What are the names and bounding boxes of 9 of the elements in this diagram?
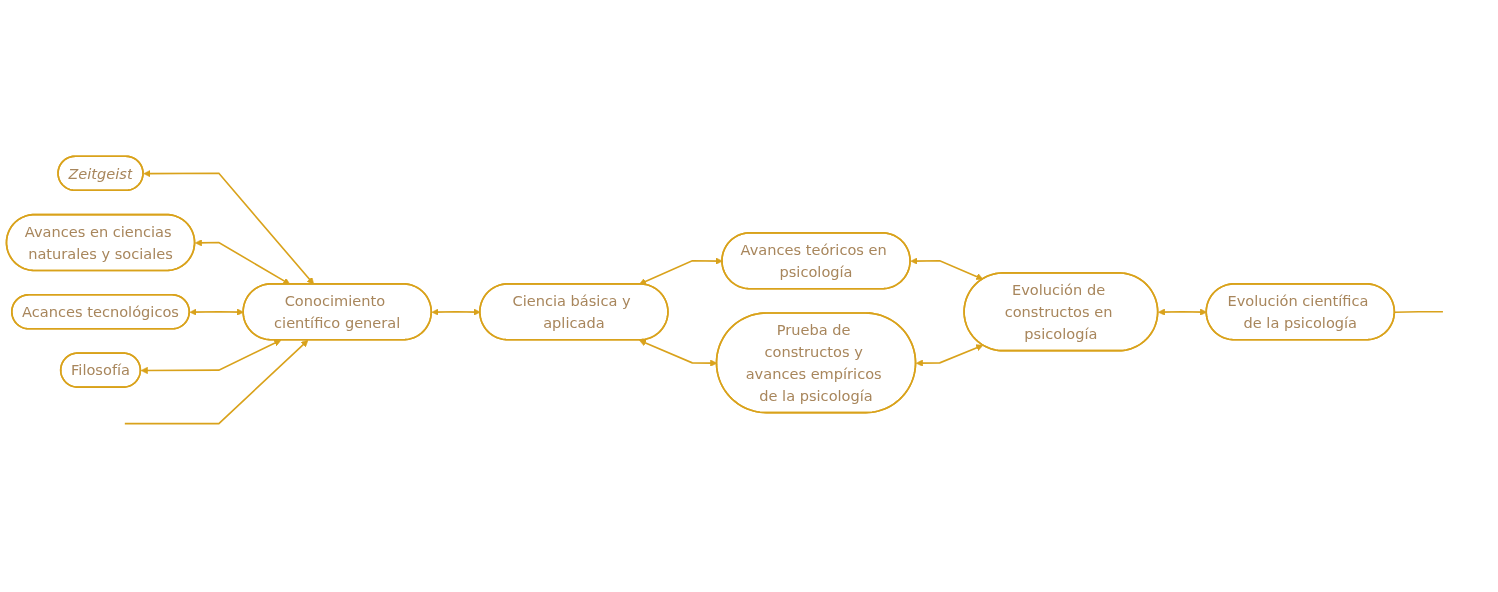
arrow [124, 339, 309, 425]
arrow [194, 239, 291, 285]
arrow [910, 257, 984, 280]
arrow [915, 344, 984, 367]
arrow [189, 308, 244, 316]
arrow [1158, 308, 1207, 316]
arrow [140, 339, 282, 375]
arrow [639, 257, 723, 285]
arrow [143, 170, 315, 285]
